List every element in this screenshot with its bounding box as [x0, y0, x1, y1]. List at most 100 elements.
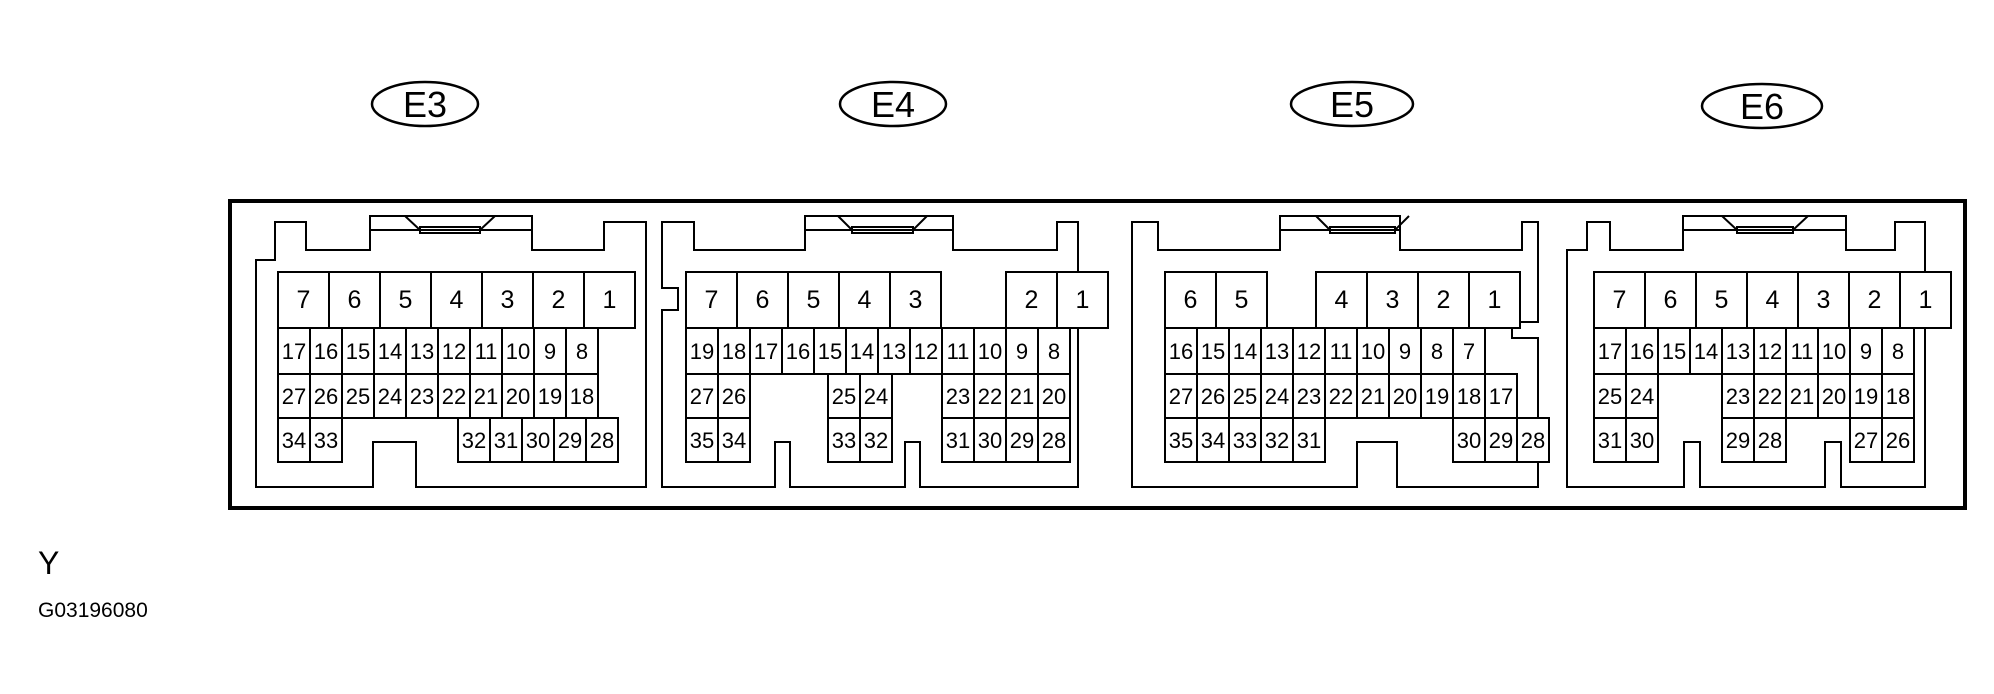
pin-cell-e6-20: [1817, 373, 1851, 419]
pin-number-e3-4: 4: [450, 286, 464, 314]
pin-cell-e5-28: [1516, 417, 1550, 463]
pin-cell-e3-11: [469, 327, 503, 375]
pin-number-e3-33: 33: [314, 428, 338, 453]
pin-number-e3-19: 19: [538, 384, 562, 409]
pin-number-e5-34: 34: [1201, 428, 1225, 453]
pin-number-e6-19: 19: [1854, 384, 1878, 409]
pin-number-e3-3: 3: [501, 286, 515, 314]
pin-number-e5-2: 2: [1437, 286, 1451, 314]
pin-number-e4-9: 9: [1016, 339, 1028, 364]
pin-number-e5-20: 20: [1393, 384, 1417, 409]
pin-number-e5-17: 17: [1489, 384, 1513, 409]
pin-cell-e4-2: [1005, 271, 1058, 329]
connector-label-e4: E4: [838, 80, 948, 128]
pin-number-e3-1: 1: [603, 286, 617, 314]
latch-e3: [370, 215, 532, 234]
pin-number-e3-22: 22: [442, 384, 466, 409]
pin-number-e6-18: 18: [1886, 384, 1910, 409]
pin-number-e4-1: 1: [1076, 286, 1090, 314]
pin-number-e5-1: 1: [1488, 286, 1502, 314]
pin-cell-e6-28: [1753, 417, 1787, 463]
pin-number-e3-8: 8: [576, 339, 588, 364]
pin-cell-e6-14: [1689, 327, 1723, 375]
pin-cell-e6-1: [1899, 271, 1952, 329]
pin-number-e5-21: 21: [1361, 384, 1385, 409]
pin-number-e6-3: 3: [1817, 286, 1831, 314]
pin-number-e4-35: 35: [690, 428, 714, 453]
pin-cell-e5-19: [1420, 373, 1454, 419]
connector-label-e3: E3: [370, 80, 480, 128]
pin-cell-e6-21: [1785, 373, 1819, 419]
pin-cell-e3-22: [437, 373, 471, 419]
pin-number-e3-18: 18: [570, 384, 594, 409]
pin-number-e3-29: 29: [558, 428, 582, 453]
connector-body-e4: [661, 215, 1079, 488]
pin-number-e6-7: 7: [1613, 286, 1627, 314]
connector-body-e6: [1566, 215, 1926, 488]
pin-cell-e3-33: [309, 417, 343, 463]
pin-number-e4-7: 7: [705, 286, 719, 314]
connector-label-e6: E6: [1700, 82, 1824, 130]
pin-cell-e4-19: [685, 327, 719, 375]
pin-cell-e5-7: [1452, 327, 1486, 375]
pin-number-e3-28: 28: [590, 428, 614, 453]
pin-number-e4-14: 14: [850, 339, 874, 364]
pin-number-e5-26: 26: [1201, 384, 1225, 409]
pin-number-e5-35: 35: [1169, 428, 1193, 453]
figure-mark: Y: [38, 545, 60, 581]
pin-number-e6-20: 20: [1822, 384, 1846, 409]
pin-cell-e6-31: [1593, 417, 1627, 463]
pin-number-e5-10: 10: [1361, 339, 1385, 364]
pin-number-e6-30: 30: [1630, 428, 1654, 453]
pin-cell-e6-29: [1721, 417, 1755, 463]
pin-number-e3-24: 24: [378, 384, 402, 409]
pin-cell-e4-3: [889, 271, 942, 329]
pin-number-e5-12: 12: [1297, 339, 1321, 364]
pin-number-e5-24: 24: [1265, 384, 1289, 409]
pin-number-e3-15: 15: [346, 339, 370, 364]
pin-number-e5-30: 30: [1457, 428, 1481, 453]
pin-cell-e5-22: [1324, 373, 1358, 419]
pin-number-e5-22: 22: [1329, 384, 1353, 409]
figure-id: G03196080: [38, 599, 148, 622]
pin-number-e3-23: 23: [410, 384, 434, 409]
pin-number-e4-29: 29: [1010, 428, 1034, 453]
pin-number-e3-30: 30: [526, 428, 550, 453]
pin-number-e5-6: 6: [1184, 286, 1198, 314]
pin-cell-e3-30: [521, 417, 555, 463]
pin-number-e5-29: 29: [1489, 428, 1513, 453]
pin-number-e3-17: 17: [282, 339, 306, 364]
pin-number-e4-12: 12: [914, 339, 938, 364]
pin-number-e6-6: 6: [1664, 286, 1678, 314]
pin-cell-e3-28: [585, 417, 619, 463]
pin-cell-e4-15: [813, 327, 847, 375]
pin-cell-e4-17: [749, 327, 783, 375]
pin-number-e4-30: 30: [978, 428, 1002, 453]
connector-label-e4-text: E4: [871, 84, 915, 125]
pin-cell-e3-9: [533, 327, 567, 375]
pin-number-e6-9: 9: [1860, 339, 1872, 364]
pin-number-e5-31: 31: [1297, 428, 1321, 453]
pin-number-e3-25: 25: [346, 384, 370, 409]
pin-number-e6-28: 28: [1758, 428, 1782, 453]
pin-cell-e6-16: [1625, 327, 1659, 375]
pin-number-e3-26: 26: [314, 384, 338, 409]
pin-number-e4-13: 13: [882, 339, 906, 364]
pin-cell-e5-26: [1196, 373, 1230, 419]
pin-cell-e5-12: [1292, 327, 1326, 375]
pin-cell-e4-32: [859, 417, 893, 463]
pin-number-e4-28: 28: [1042, 428, 1066, 453]
pin-number-e4-22: 22: [978, 384, 1002, 409]
pin-number-e5-7: 7: [1463, 339, 1475, 364]
pin-number-e6-2: 2: [1868, 286, 1882, 314]
pin-number-e5-15: 15: [1201, 339, 1225, 364]
pin-number-e4-17: 17: [754, 339, 778, 364]
pin-cell-e4-34: [717, 417, 751, 463]
pin-number-e4-10: 10: [978, 339, 1002, 364]
pin-cell-e4-24: [859, 373, 893, 419]
pin-cell-e3-12: [437, 327, 471, 375]
pin-number-e6-31: 31: [1598, 428, 1622, 453]
pin-number-e4-33: 33: [832, 428, 856, 453]
pin-number-e4-19: 19: [690, 339, 714, 364]
